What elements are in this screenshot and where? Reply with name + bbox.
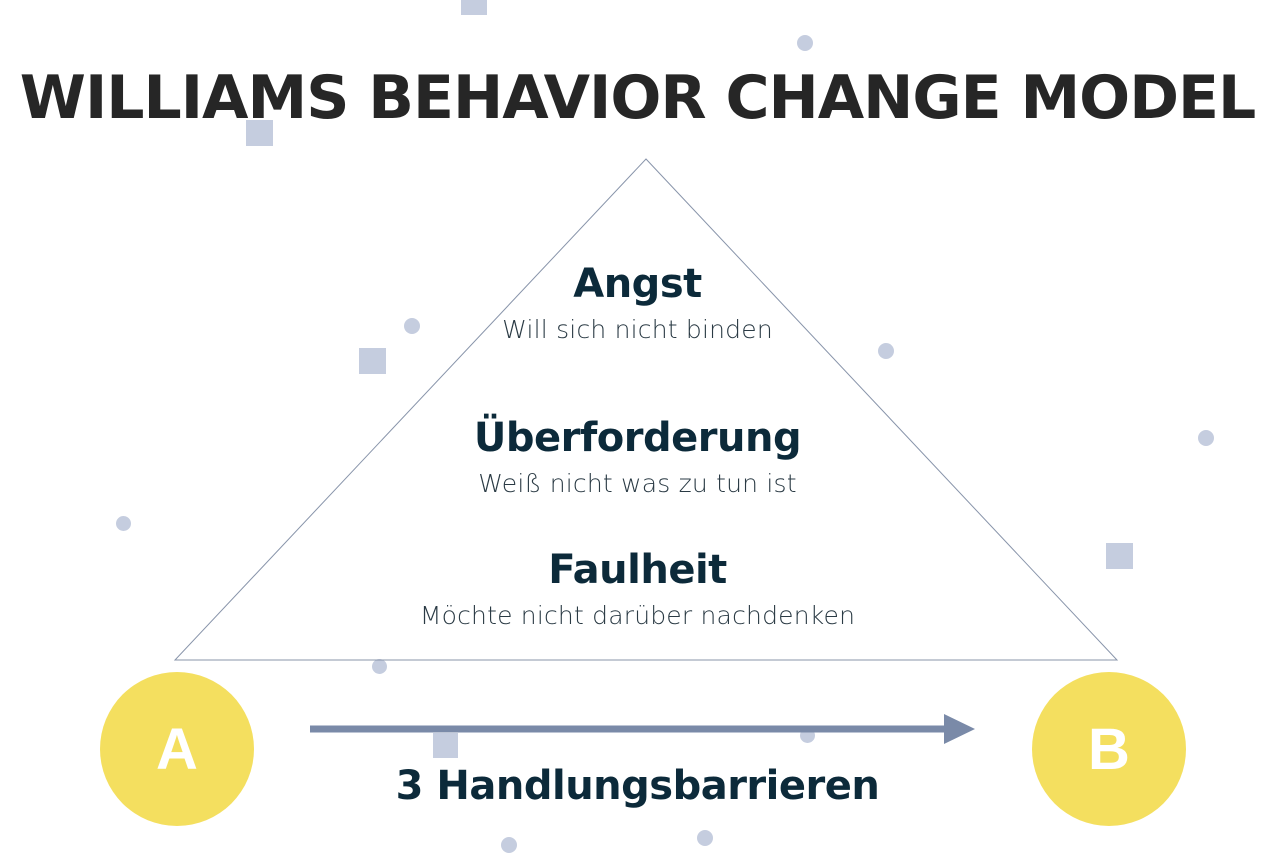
diagram-title: WILLIAMS BEHAVIOR CHANGE MODEL: [19, 63, 1256, 133]
decorative-dot: [878, 343, 894, 359]
barrier-angst: Angst Will sich nicht binden: [0, 260, 1275, 346]
barrier-name: Angst: [573, 261, 702, 307]
decorative-square: [433, 733, 458, 758]
start-point-a: A: [100, 672, 254, 826]
decorative-dot: [1198, 430, 1214, 446]
barrier-name: Überforderung: [473, 415, 802, 461]
end-point-b: B: [1032, 672, 1186, 826]
decorative-dot: [404, 318, 420, 334]
arrow-head-icon: [944, 714, 975, 744]
decorative-dot: [501, 837, 517, 853]
decorative-dot: [372, 659, 387, 674]
barrier-description: Weiß nicht was zu tun ist: [478, 469, 797, 498]
decorative-dot: [797, 35, 813, 51]
arrow-caption: 3 Handlungsbarrieren: [395, 763, 880, 809]
barrier-name: Faulheit: [548, 547, 727, 593]
decorative-square: [461, 0, 487, 15]
decorative-square: [359, 348, 386, 374]
decorative-dot: [116, 516, 131, 531]
barrier-triangle: [173, 158, 1119, 661]
decorative-square: [1106, 543, 1133, 569]
barrier-description: Möchte nicht darüber nachdenken: [419, 601, 856, 630]
barrier-faulheit: Faulheit Möchte nicht darüber nachdenken: [0, 546, 1275, 632]
decorative-square: [246, 120, 273, 146]
decorative-dot: [697, 830, 713, 846]
barrier-description: Will sich nicht binden: [502, 315, 773, 344]
barrier-ueberforderung: Überforderung Weiß nicht was zu tun ist: [0, 414, 1275, 500]
